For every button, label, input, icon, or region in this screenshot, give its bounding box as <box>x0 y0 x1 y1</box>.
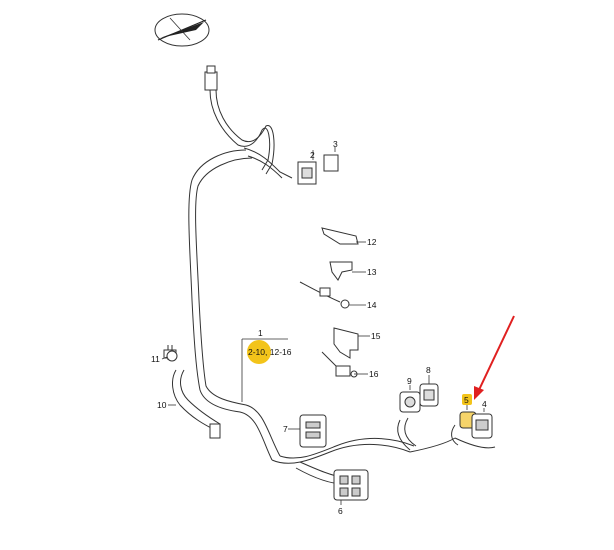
callout-9: 9 <box>407 376 412 386</box>
cable-tie-part-14 <box>299 281 350 309</box>
callout-numbers: 1 2 3 4 5 6 7 8 9 10 11 12 13 14 15 16 2… <box>151 139 487 516</box>
callout-6: 6 <box>338 506 343 516</box>
connector-part-3 <box>323 154 339 172</box>
callout-7: 7 <box>283 424 288 434</box>
highlight-part-5 <box>462 394 472 405</box>
highlight-group-label <box>247 340 271 364</box>
callout-4: 4 <box>482 399 487 409</box>
callout-11: 11 <box>151 354 160 364</box>
bolt-part-11 <box>166 350 178 362</box>
callout-12: 12 <box>367 237 377 247</box>
callout-16: 16 <box>369 369 379 379</box>
connector-part-4 <box>471 413 493 439</box>
callout-2: 2 <box>310 150 315 160</box>
group-label-a: 2-10 <box>248 347 265 357</box>
red-pointer-arrow-icon <box>474 315 515 400</box>
holder-part-13 <box>329 261 353 281</box>
clip-part-16 <box>321 351 358 378</box>
clip-part-12 <box>321 227 359 245</box>
bracket-part-15 <box>333 327 359 359</box>
leader-lines <box>161 147 485 505</box>
callout-13: 13 <box>367 267 377 277</box>
group-label: 2-10, 12-16 <box>248 347 292 357</box>
callout-10: 10 <box>157 400 167 410</box>
callout-5: 5 <box>464 395 469 405</box>
callout-8: 8 <box>426 365 431 375</box>
main-harness <box>188 89 496 485</box>
callout-15: 15 <box>371 331 381 341</box>
connector-part-6 <box>333 469 369 501</box>
callout-14: 14 <box>367 300 377 310</box>
sensor-part-9 <box>399 391 421 413</box>
connector-part-2 <box>297 161 317 185</box>
connector-part-7 <box>299 414 327 448</box>
group-label-b: , 12-16 <box>265 347 292 357</box>
compass-rose-icon <box>154 13 210 47</box>
sensor-part-8 <box>419 383 439 407</box>
callout-1: 1 <box>258 328 263 338</box>
callout-3: 3 <box>333 139 338 149</box>
top-connector <box>204 65 218 91</box>
